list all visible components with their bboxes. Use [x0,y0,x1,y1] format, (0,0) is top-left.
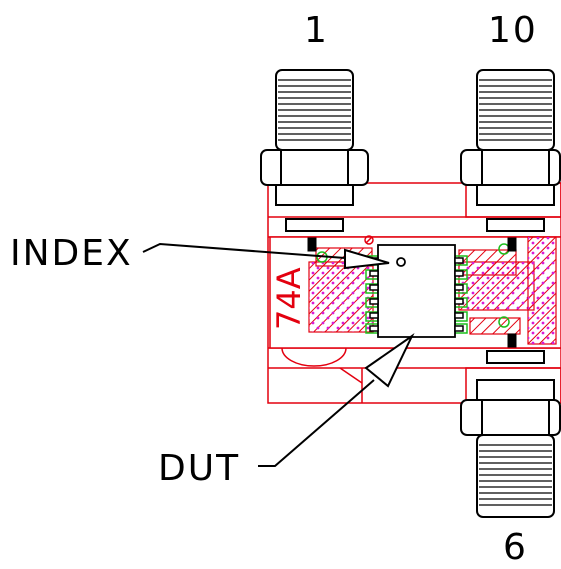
sma-connector-10 [460,69,561,232]
board-marking: 74A [270,267,308,330]
dut-chip [369,244,464,338]
sma-connector-1 [260,69,369,232]
marker-dot [364,235,374,245]
sma-connector-6 [460,350,561,518]
port-label-1: 1 [304,10,329,51]
dut-leader [258,333,415,467]
index-label: INDEX [10,233,133,274]
dut-label: DUT [158,448,240,489]
port-label-10: 10 [488,10,538,51]
port-label-6: 6 [503,527,528,568]
index-leader [142,242,390,270]
connector-pins [307,237,517,348]
